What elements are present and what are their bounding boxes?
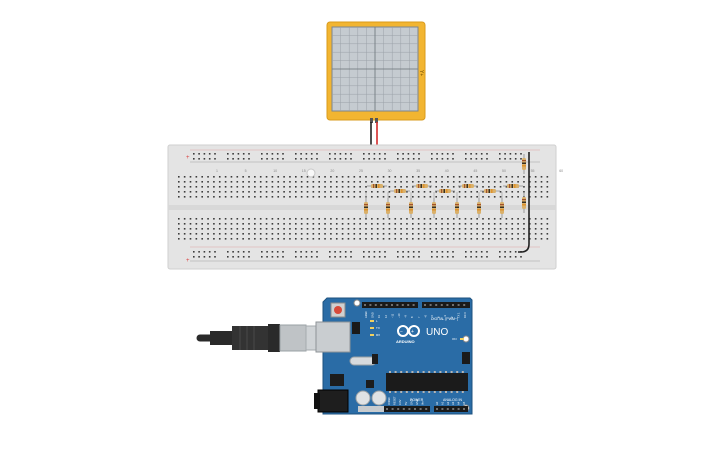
resistor[interactable] [390,189,410,193]
arduino-brand-label: ARDUINO [396,339,415,344]
digital-pin-label: ~11 [390,313,394,318]
digital-pin-label: ~3 [443,314,447,318]
digital-pin-label: 2 [450,316,454,318]
led-tx-label: TX [376,326,380,330]
resistor[interactable] [386,198,390,218]
resistor[interactable] [458,184,478,188]
digital-header-left[interactable] [362,302,418,308]
svg-text:−: − [400,329,403,335]
breadboard-column-number: 5 [245,169,247,173]
digital-pin-label: ~9 [404,314,408,318]
analog-header[interactable] [434,406,468,412]
power-pin-label: IOREF [387,397,391,405]
breadboard-column-number: 20 [330,169,334,173]
analog-pin-label: A4 [457,401,461,405]
led-rx-label: RX [376,333,380,337]
resistor[interactable] [522,154,526,174]
rail-plus-top-marker: + [186,155,190,161]
resistor[interactable] [364,198,368,218]
digital-pin-label: AREF [364,311,368,318]
usb-cable[interactable] [196,324,325,352]
svg-text:+: + [411,329,414,335]
breadboard-column-number: 15 [302,169,306,173]
usb-plug [279,324,307,352]
power-pin-label: Vin [421,401,425,405]
usb-jack [315,321,351,353]
digital-pin-label: 8 [410,316,414,318]
digital-pin-label: ~10 [397,313,401,318]
breadboard-column-number: 10 [273,169,277,173]
digital-pin-label: ~6 [423,314,427,318]
breadboard-column-number: 50 [502,169,506,173]
analog-pin-label: A2 [446,401,450,405]
rail-plus-bottom-marker: + [186,258,190,264]
power-pin-label: RESET [393,396,397,405]
digital-pin-label: ~5 [430,314,434,318]
breadboard-column-number: 35 [416,169,420,173]
led-l-label: L [376,319,378,323]
resistor[interactable] [432,198,436,218]
touch-sensor[interactable]: Y+ [326,21,426,123]
power-pin-label: GND [415,399,419,405]
power-pin-label: GND [409,399,413,405]
resistor[interactable] [522,193,526,213]
breadboard-column-number: 60 [559,169,563,173]
analog-label: ANALOG IN [443,398,463,402]
black-wire-rail[interactable] [518,152,530,253]
power-pin-label: 3.3V [398,399,402,405]
microcontroller-chip [386,373,468,391]
digital-pin-label: RX 0 [463,312,467,318]
led-on-label: ON [452,337,457,341]
analog-pin-label: A3 [451,401,455,405]
resistor[interactable] [409,198,413,218]
resistor[interactable] [503,184,523,188]
digital-pin-label: TX 1 [456,312,460,318]
power-label: POWER [410,398,424,402]
sensor-side-label: Y+ [418,70,424,76]
digital-pin-label: 12 [384,315,388,318]
analog-pin-label: A0 [435,401,439,405]
breadboard-column-number: 40 [445,169,449,173]
resistor[interactable] [477,198,481,218]
resistor[interactable] [412,184,432,188]
resistor[interactable] [435,189,455,193]
breadboard-column-number: 25 [359,169,363,173]
resistor[interactable] [455,198,459,218]
breadboard-column-number: 1 [216,169,218,173]
arduino-uno[interactable]: − + UNO ARDUINO DIGITAL (PWM~) POWER ANA… [314,297,473,415]
power-pin-label: 5V [404,402,408,405]
digital-label: DIGITAL (PWM~) [431,317,458,321]
breadboard-column-number: 55 [531,169,535,173]
arduino-logo: − + [397,325,420,337]
analog-pin-label: A5 [462,401,466,405]
breadboard-column-number: 45 [473,169,477,173]
resistor[interactable] [480,189,500,193]
digital-pin-label: 13 [377,315,381,318]
reset-button[interactable] [334,306,342,314]
resistor[interactable] [500,198,504,218]
power-header[interactable] [384,406,430,412]
resistor[interactable] [367,184,387,188]
analog-pin-label: A1 [440,401,444,405]
digital-header-right[interactable] [422,302,470,308]
digital-pin-label: GND [371,312,375,318]
uno-label: UNO [426,327,448,338]
breadboard-column-number: 30 [388,169,392,173]
digital-pin-label: 7 [417,316,421,318]
digital-pin-label: 4 [437,316,441,318]
